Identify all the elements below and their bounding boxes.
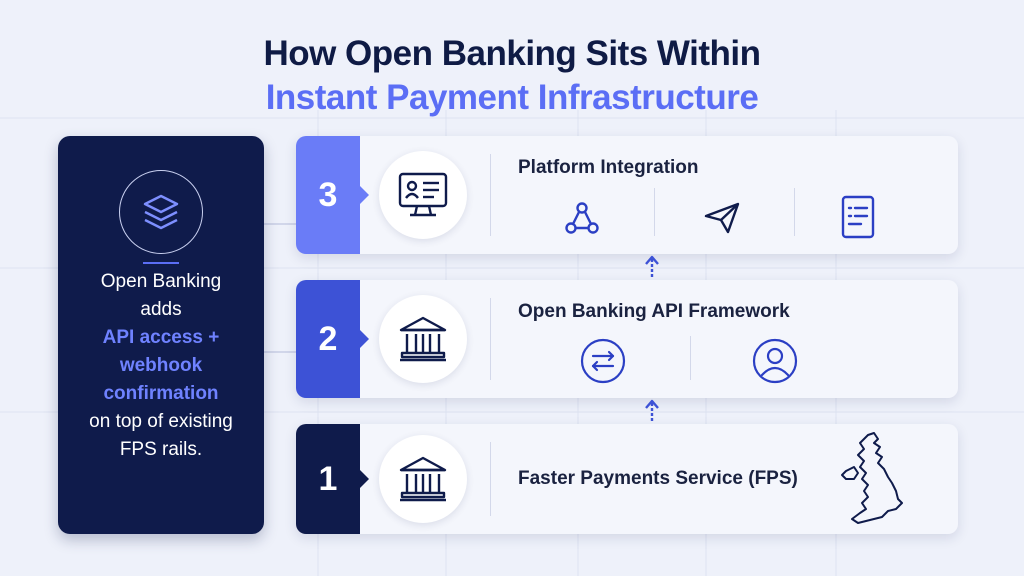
layer-number: 2 xyxy=(296,280,360,398)
layers-icon xyxy=(119,170,203,254)
webhook-icon xyxy=(560,196,604,240)
uk-map-icon xyxy=(836,430,910,528)
sidebar-highlight: webhook xyxy=(119,355,203,376)
layer-1-card: 1 Faster Payments Service (FPS) xyxy=(296,424,958,534)
sidebar-highlight: API access + xyxy=(102,327,220,348)
arrow-up-icon xyxy=(645,399,659,421)
layer-title: Faster Payments Service (FPS) xyxy=(518,468,798,489)
bank-icon xyxy=(379,295,467,383)
layer-notch xyxy=(360,470,369,488)
layer-divider xyxy=(490,442,491,516)
bank-icon xyxy=(379,435,467,523)
monitor-profile-icon xyxy=(379,151,467,239)
icon-divider xyxy=(794,188,795,236)
layer-divider xyxy=(490,154,491,236)
layer-divider xyxy=(490,298,491,380)
paper-plane-icon xyxy=(700,196,744,240)
exchange-arrows-icon xyxy=(578,336,628,386)
sidebar-text: Open Banking adds API access + webhook c… xyxy=(58,268,264,464)
sidebar-divider xyxy=(143,262,179,264)
sidebar-line: on top of existing xyxy=(89,411,233,432)
sidebar-line: adds xyxy=(140,299,182,320)
layer-number: 3 xyxy=(296,136,360,254)
page-subtitle: Instant Payment Infrastructure xyxy=(265,78,759,117)
icon-divider xyxy=(654,188,655,236)
layer-number: 1 xyxy=(296,424,360,534)
document-icon xyxy=(836,192,880,242)
user-icon xyxy=(750,336,800,386)
layer-notch xyxy=(360,186,369,204)
layer-title: Open Banking API Framework xyxy=(518,301,790,322)
sidebar-line: FPS rails. xyxy=(119,439,203,460)
layer-title: Platform Integration xyxy=(518,157,699,178)
layer-3-card: 3 Platform Integration xyxy=(296,136,958,254)
sidebar-highlight: confirmation xyxy=(103,383,219,404)
sidebar-line: Open Banking xyxy=(100,271,222,292)
sidebar-panel: Open Banking adds API access + webhook c… xyxy=(58,136,264,534)
arrow-up-icon xyxy=(645,255,659,277)
layer-2-card: 2 Open Banking API Framework xyxy=(296,280,958,398)
icon-divider xyxy=(690,336,691,380)
layer-notch xyxy=(360,330,369,348)
page-title: How Open Banking Sits Within xyxy=(263,34,761,73)
